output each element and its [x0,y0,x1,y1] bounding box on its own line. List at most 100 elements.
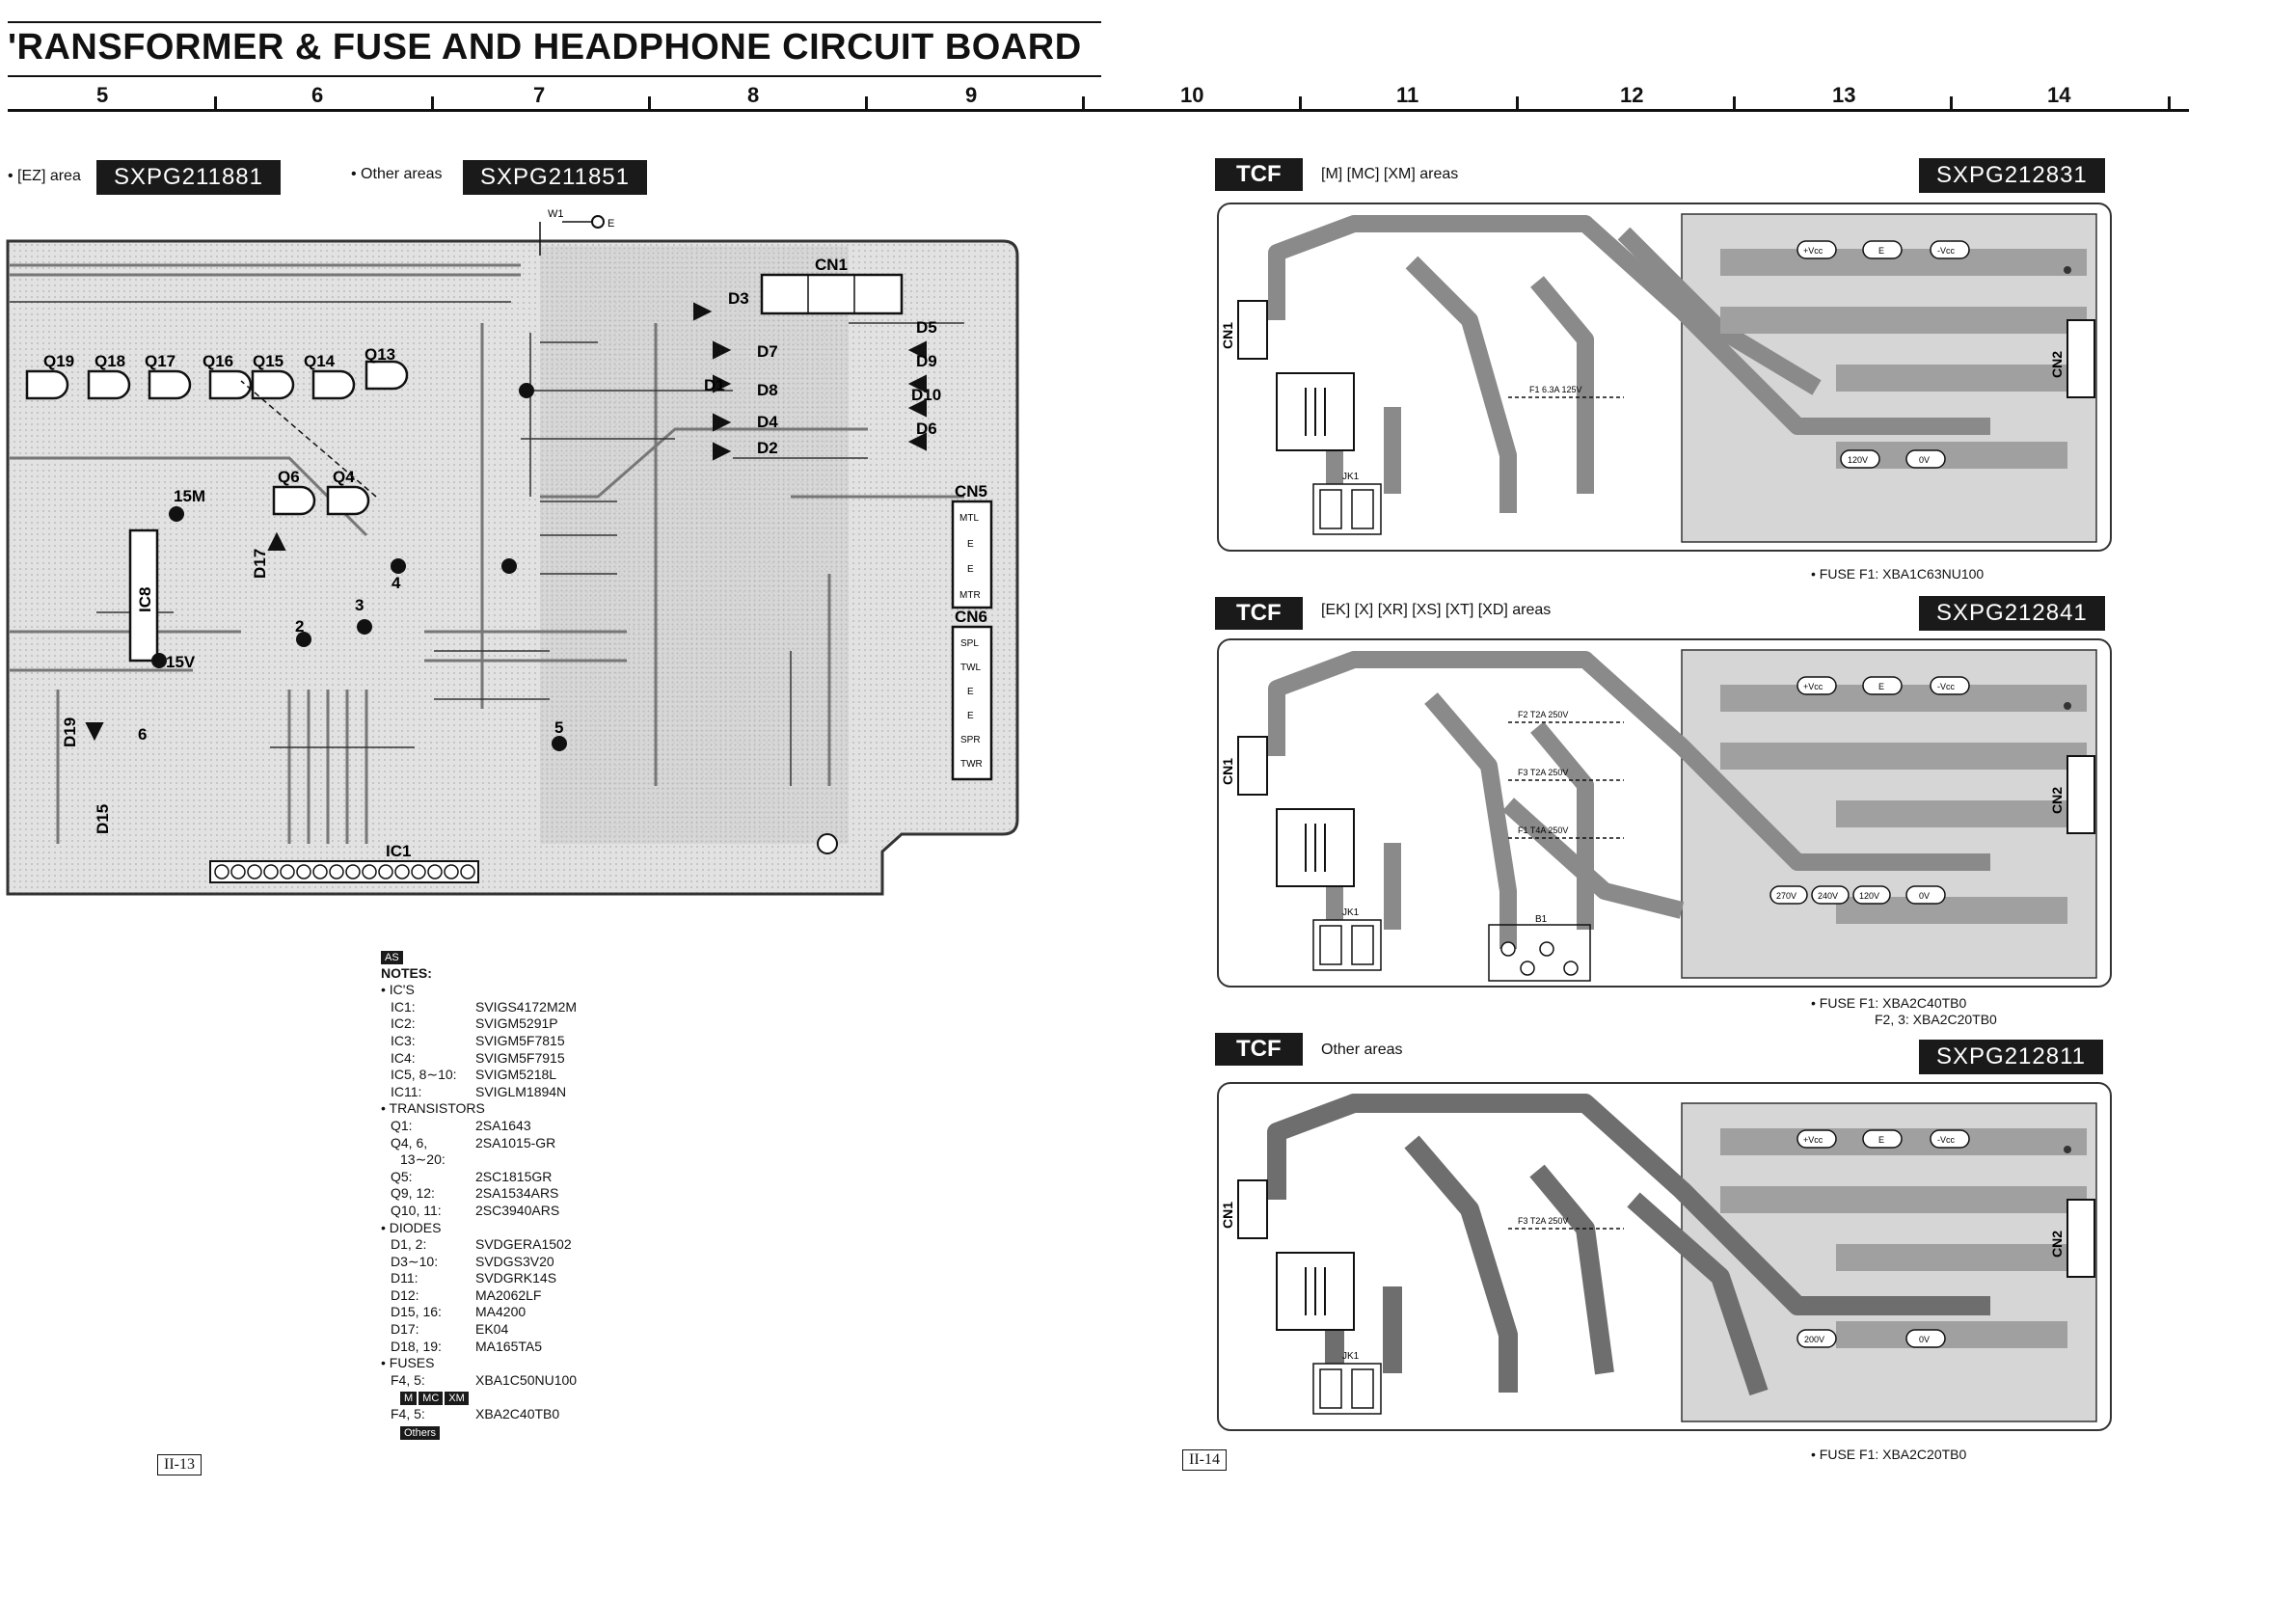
column-ruler-line [8,109,2189,112]
cn5-pin: E [967,539,974,550]
as-tag: AS [381,951,403,964]
area-tag-mc: MC [419,1392,444,1406]
vcc-plus-label: +Vcc [1803,682,1823,691]
fuse-f3-label: F3 T2A 250V [1518,1216,1568,1226]
tap-zero-label: 0V [1919,1335,1930,1344]
page-number-right: II-14 [1182,1449,1227,1471]
ic-row: IC11:SVIGLM1894N [391,1083,567,1099]
d15-label: D15 [94,804,112,834]
fuse-note: • FUSE F1: XBA1C63NU100 [1811,566,1985,582]
vcc-plus-label: +Vcc [1803,246,1823,256]
q16-label: Q16 [203,352,233,370]
jk1-label: JK1 [1342,1351,1360,1362]
tap-voltage-label: 200V [1804,1335,1824,1344]
column-tick [431,96,434,110]
board-areas-label: Other areas [1321,1042,1403,1058]
ic8-label: IC8 [136,587,154,612]
column-number: 10 [1180,83,1204,107]
fuse-note: • FUSE F1: XBA2C40TB0 [1811,995,1967,1011]
ic-row: IC5, 8∼10:SVIGM5218L [391,1067,557,1083]
board-part-code: SXPG212811 [1919,1040,2103,1074]
d6-label: D6 [916,420,937,438]
board-areas-label: [M] [MC] [XM] areas [1321,166,1459,182]
board-part-code: SXPG212831 [1919,158,2105,193]
column-number: 7 [533,83,546,107]
page-title: ʹRANSFORMER & FUSE AND HEADPHONE CIRCUIT… [8,27,1082,68]
cn6-pin: SPR [960,735,981,745]
tap-voltage-label: 120V [1848,455,1868,465]
column-number: 9 [965,83,978,107]
board-areas-label: [EK] [X] [XR] [XS] [XT] [XD] areas [1321,602,1552,618]
d5-label: D5 [916,318,937,337]
point-3-label: 3 [355,596,364,614]
column-tick [648,96,651,110]
fuse-note: F2, 3: XBA2C20TB0 [1875,1012,1997,1027]
tcf-badge: TCF [1215,158,1303,191]
cn6-pin: E [967,711,974,721]
q18-label: Q18 [95,352,125,370]
transformer-board-3: CN1 JK1 CN2 +Vcc E -Vcc 200V 0V F3 T2A 2… [1217,1082,2112,1431]
d8-label: D8 [757,381,778,399]
ic-row: IC2:SVIGM5291P [391,1015,558,1032]
transistor-row: Q1:2SA1643 [391,1117,531,1133]
cn1-label: CN1 [1220,758,1235,785]
tcf-badge: TCF [1215,597,1303,630]
column-tick [1950,96,1953,110]
fuse-row: F4, 5:XBA2C40TB0 [391,1406,560,1422]
p15m-label: 15M [174,487,205,505]
cn1-label: CN1 [1220,1202,1235,1229]
column-number: 5 [96,83,109,107]
ic-row: IC4:SVIGM5F7915 [391,1049,565,1066]
q19-label: Q19 [43,352,74,370]
board-part-code: SXPG212841 [1919,596,2105,631]
area-tag-m: M [400,1392,418,1406]
other-areas-label: • Other areas [351,166,443,182]
d3-label: D3 [728,289,749,308]
column-tick [865,96,868,110]
other-part-code: SXPG211851 [463,160,647,195]
tap-270-label: 270V [1776,891,1796,901]
b1-label: B1 [1535,914,1548,925]
fuse-f3-label: F3 T2A 250V [1518,768,1568,777]
q14-label: Q14 [304,352,336,370]
transistor-row: Q4, 6,2SA1015-GR [391,1134,556,1150]
diode-row: D15, 16:MA4200 [391,1304,527,1320]
cn2-label: CN2 [2049,787,2065,814]
cn6-pin: TWL [960,663,982,673]
cn2-label: CN2 [2049,1231,2065,1258]
cn5-pin: MTL [959,513,979,524]
d19-label: D19 [61,717,79,747]
transformer-board-1: CN1 JK1 CN2 +Vcc E -Vcc 120V 0V F1 6.3A … [1217,203,2112,552]
point-4-label: 4 [392,574,401,592]
transistors-heading: • TRANSISTORS [381,1100,485,1117]
vcc-minus-label: -Vcc [1937,246,1956,256]
d9-label: D9 [916,352,937,370]
fuse-f1-label: F1 T4A 250V [1518,826,1568,835]
transistor-row: 13∼20: [400,1151,446,1168]
diode-row: D17:EK04 [391,1321,509,1338]
transformer-board-2: CN1 JK1 B1 CN2 +Vcc E -Vcc 270V 240V 120… [1217,638,2112,988]
e-terminal-label: E [608,218,614,230]
jk1-label: JK1 [1342,472,1360,482]
d4-label: D4 [757,413,778,431]
cn1-label: CN1 [1220,322,1235,349]
ics-heading: • IC'S [381,982,415,998]
transistor-row: Q9, 12:2SA1534ARS [391,1185,559,1202]
jk1-label: JK1 [1342,907,1360,918]
fuse-f2-label: F2 T2A 250V [1518,710,1568,719]
d7-label: D7 [757,342,778,361]
tap-240-label: 240V [1818,891,1838,901]
cn6-pin: SPL [960,638,979,649]
vcc-plus-label: +Vcc [1803,1135,1823,1145]
notes-block: AS NOTES: • IC'S IC1:SVIGS4172M2M IC2:SV… [381,948,670,1440]
cn6-pin: TWR [960,759,983,770]
diode-row: D11:SVDGRK14S [391,1270,557,1286]
diode-row: D3∼10:SVDGS3V20 [391,1253,554,1269]
cn5-pin: E [967,564,974,575]
diode-row: D18, 19:MA165TA5 [391,1338,542,1354]
tap-zero-label: 0V [1919,455,1930,465]
column-number: 14 [2047,83,2071,107]
vcc-minus-label: -Vcc [1937,1135,1956,1145]
q13-label: Q13 [365,345,395,364]
page-number-left: II-13 [157,1454,202,1475]
